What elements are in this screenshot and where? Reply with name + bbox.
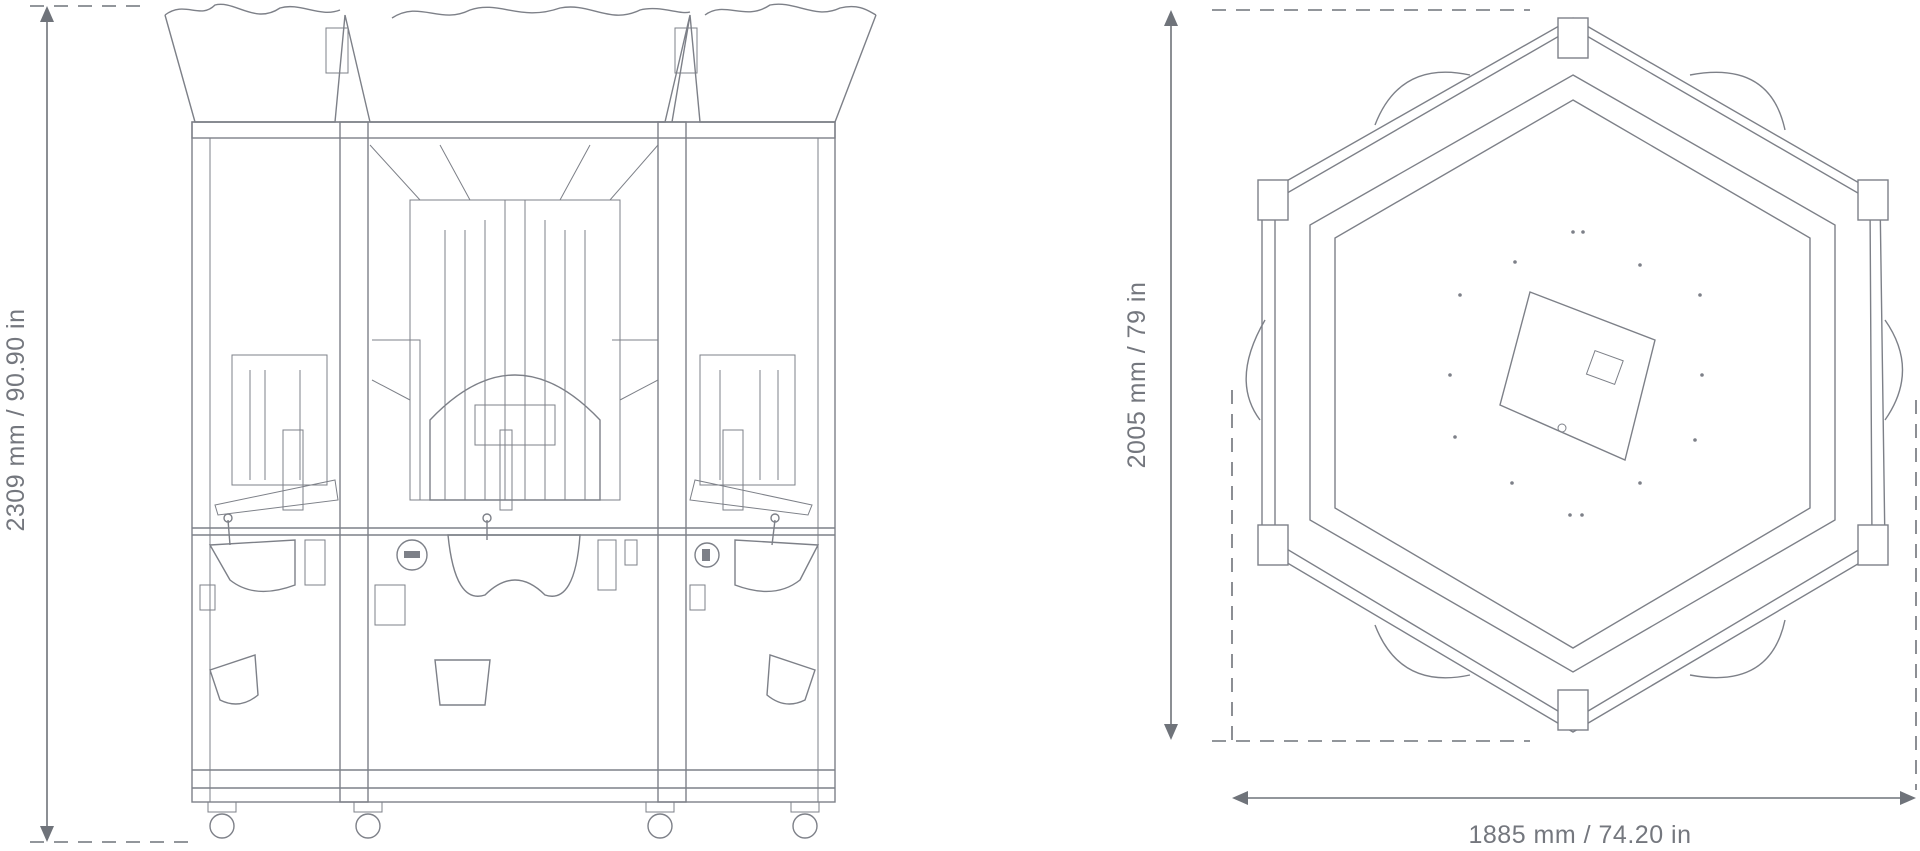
width-label: 1885 mm / 74.20 in xyxy=(1468,821,1691,849)
depth-dimension: 2005 mm / 79 in xyxy=(1123,10,1178,740)
width-dimension: 1885 mm / 74.20 in xyxy=(1232,791,1916,849)
arrow-down-icon xyxy=(1164,724,1178,740)
height-dimension: 2309 mm / 90.90 in xyxy=(2,5,190,843)
front-view-cabinet xyxy=(164,3,877,839)
arrow-up-icon xyxy=(40,6,54,22)
arrow-down-icon xyxy=(40,826,54,842)
top-view-hexagon xyxy=(1212,9,1917,790)
arrow-right-icon xyxy=(1900,791,1916,805)
height-label: 2309 mm / 90.90 in xyxy=(2,308,30,531)
arrow-left-icon xyxy=(1232,791,1248,805)
arrow-up-icon xyxy=(1164,10,1178,26)
caster-wheels xyxy=(207,801,820,839)
depth-label: 2005 mm / 79 in xyxy=(1123,282,1151,469)
